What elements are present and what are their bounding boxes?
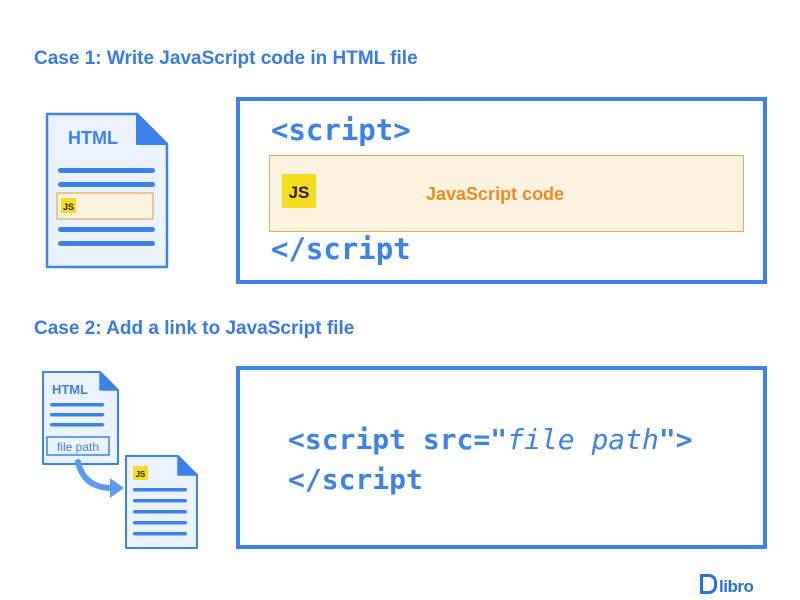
script-close-tag: </script (271, 232, 411, 266)
script-src-line: <script src="file path"> (288, 423, 693, 456)
file-path-value: file path (507, 423, 659, 456)
script-open-tag: <script> (271, 113, 411, 147)
case2-title: Case 2: Add a link to JavaScript file (34, 318, 355, 339)
script-src-suffix: "> (658, 423, 693, 456)
js-doc-badge: JS (136, 470, 146, 479)
javascript-code-label: JavaScript code (426, 184, 565, 204)
html-doc-label: HTML (68, 128, 118, 148)
html-doc-label-2: HTML (52, 382, 88, 397)
script-src-prefix: <script src=" (288, 423, 508, 456)
logo-text: libro (719, 577, 754, 596)
linked-files-illustration: HTML file path JS (42, 371, 198, 549)
inline-script-code-box: <script> JS JavaScript code </script (236, 97, 767, 284)
script-close-tag-2: </script (288, 463, 423, 496)
arrow-icon (75, 459, 124, 498)
javascript-code-block: JS JavaScript code (269, 155, 744, 232)
dlibro-logo-icon (700, 574, 717, 594)
dlibro-logo: libro (700, 574, 754, 597)
html-doc-js-badge: JS (63, 202, 74, 212)
html-document-icon: HTML JS (45, 112, 169, 269)
external-script-code-box: <script src="file path"> </script (236, 366, 767, 549)
case1-title: Case 1: Write JavaScript code in HTML fi… (34, 48, 418, 69)
js-document-icon: JS (125, 455, 198, 549)
js-badge-icon: JS (282, 174, 316, 208)
html-document-icon: HTML file path (42, 371, 119, 465)
file-path-label: file path (57, 440, 99, 454)
